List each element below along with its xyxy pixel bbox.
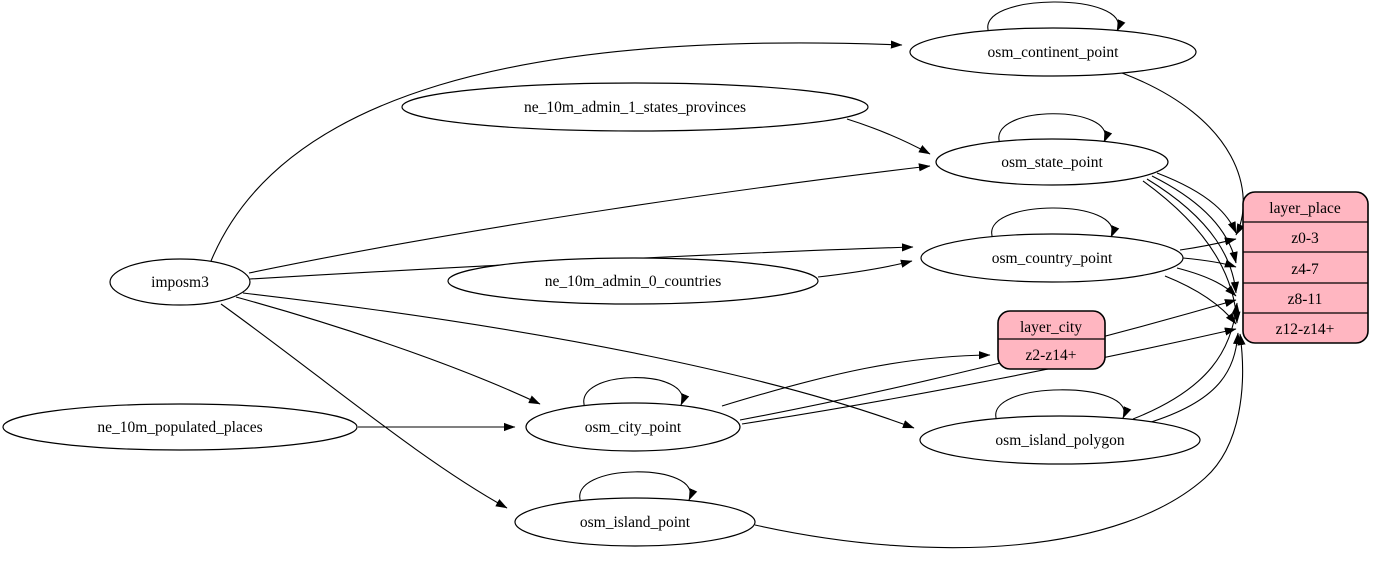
- edge-osm_state_point-layer_place-z8-11: [1146, 178, 1240, 294]
- node-osm_island_polygon-label: osm_island_polygon: [995, 432, 1124, 449]
- selfloop-osm_country_point: [991, 207, 1120, 240]
- edge-osm_city_point-layer_place-z12-z14: [741, 327, 1237, 425]
- record-layer_place-row-z4-7: z4-7: [1291, 261, 1319, 278]
- record-layer_city: layer_city z2-z14+: [997, 310, 1106, 370]
- node-osm_island_point-shape: [514, 497, 756, 547]
- record-layer_city-row-z2-z14: z2-z14+: [1026, 347, 1077, 364]
- edge-osm_country_point-layer_place-z8-11: [1176, 267, 1237, 297]
- node-osm_continent_point: osm_continent_point: [909, 27, 1197, 77]
- edge-ne_10m_admin_1_states_provinces-osm_state_point: [846, 118, 931, 155]
- edge-ne_10m_admin_0_countries-osm_country_point: [817, 259, 913, 278]
- record-layer_place-box: [1242, 191, 1369, 344]
- selfloop-osm_state_point: [998, 113, 1113, 145]
- record-layer_place-row-z0-3: z0-3: [1291, 230, 1319, 247]
- record-layer_place-row-z8-11: z8-11: [1288, 291, 1323, 308]
- node-osm_country_point-shape: [920, 233, 1184, 283]
- edge-osm_country_point-layer_place-z12-z14: [1164, 275, 1237, 325]
- node-ne_10m_admin_1_states_provinces-shape: [401, 82, 869, 132]
- node-ne_10m_admin_0_countries: ne_10m_admin_0_countries: [447, 257, 819, 305]
- node-ne_10m_populated_places-shape: [2, 403, 358, 451]
- edge-osm_island_polygon-layer_place-z12-z14: [1147, 332, 1242, 424]
- edges-layer: [210, 1, 1246, 549]
- record-layer_place-row-z12-z14: z12-z14+: [1276, 321, 1335, 338]
- node-osm_continent_point-shape: [909, 27, 1197, 77]
- selfloop-osm_island_point: [579, 471, 698, 504]
- node-imposm3-label: imposm3: [151, 274, 209, 291]
- node-ne_10m_admin_0_countries-shape: [447, 257, 819, 305]
- node-ne_10m_populated_places-label: ne_10m_populated_places: [97, 419, 262, 436]
- record-layer_city-title: layer_city: [1020, 319, 1082, 336]
- edge-osm_state_point-layer_place-z4-7: [1151, 175, 1238, 264]
- edge-osm_state_point-layer_place-z0-3: [1156, 172, 1237, 234]
- node-osm_state_point-shape: [935, 138, 1169, 186]
- edge-osm_country_point-layer_place-z4-7: [1182, 257, 1237, 268]
- node-osm_city_point: osm_city_point: [525, 402, 741, 452]
- edge-osm_island_polygon-layer_place-z8-11: [1132, 302, 1240, 420]
- edge-imposm3-osm_city_point: [235, 296, 541, 405]
- edge-imposm3-osm_island_point: [220, 303, 508, 509]
- edge-osm_continent_point-layer_place-z0-3: [1121, 72, 1245, 236]
- selfloop-osm_city_point: [583, 377, 690, 409]
- edge-imposm3-osm_continent_point: [210, 40, 903, 262]
- node-osm_continent_point-label: osm_continent_point: [988, 44, 1120, 61]
- record-layer_place-title: layer_place: [1269, 200, 1341, 217]
- record-layer_place: layer_place z0-3 z4-7 z8-11 z12-z14+: [1242, 191, 1369, 344]
- selfloop-osm_continent_point: [987, 1, 1126, 34]
- edge-osm_island_point-layer_place-z12-z14: [754, 333, 1246, 549]
- node-osm_country_point: osm_country_point: [920, 233, 1184, 283]
- node-osm_city_point-label: osm_city_point: [585, 419, 682, 436]
- edge-osm_country_point-layer_place-z0-3: [1179, 237, 1237, 251]
- node-osm_island_point: osm_island_point: [514, 497, 756, 547]
- edge-imposm3-osm_island_polygon: [242, 292, 915, 429]
- record-layer_city-box: [997, 310, 1106, 370]
- selfloop-osm_island_polygon: [995, 389, 1132, 422]
- edge-imposm3-osm_state_point: [248, 163, 931, 274]
- node-osm_island_polygon-shape: [919, 415, 1201, 465]
- edge-osm_city_point-layer_city-z2-z14: [721, 351, 991, 407]
- node-osm_state_point: osm_state_point: [935, 138, 1169, 186]
- node-osm_island_polygon: osm_island_polygon: [919, 415, 1201, 465]
- node-imposm3-shape: [109, 258, 251, 306]
- node-imposm3: imposm3: [109, 258, 251, 306]
- node-ne_10m_populated_places: ne_10m_populated_places: [2, 403, 358, 451]
- node-ne_10m_admin_0_countries-label: ne_10m_admin_0_countries: [545, 273, 722, 290]
- edge-osm_city_point-layer_place-z8-11: [739, 299, 1237, 421]
- node-ne_10m_admin_1_states_provinces: ne_10m_admin_1_states_provinces: [401, 82, 869, 132]
- node-osm_island_point-label: osm_island_point: [580, 514, 691, 531]
- node-osm_state_point-label: osm_state_point: [1001, 154, 1103, 171]
- node-osm_country_point-label: osm_country_point: [992, 250, 1113, 267]
- node-ne_10m_admin_1_states_provinces-label: ne_10m_admin_1_states_provinces: [524, 99, 746, 116]
- node-osm_city_point-shape: [525, 402, 741, 452]
